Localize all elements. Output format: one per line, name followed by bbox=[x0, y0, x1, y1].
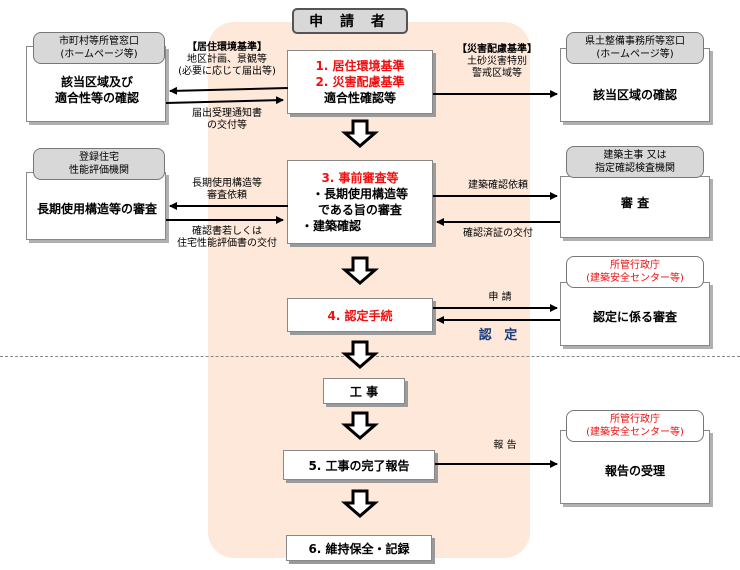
prefecture-text: 該当区域の確認 bbox=[592, 88, 677, 102]
step6-box: 6. 維持保全・記録 bbox=[286, 535, 432, 561]
admin-report-box bbox=[560, 430, 710, 504]
municipal-tab-line: 市町村等所管窓口 bbox=[59, 36, 139, 47]
certificate-issue-line: 住宅性能評価書の交付 bbox=[177, 238, 277, 249]
step5-box: 5. 工事の完了報告 bbox=[283, 450, 435, 480]
step3-title: 3. 事前審査等 bbox=[321, 171, 399, 185]
prefecture-tab-line: (ホームページ等) bbox=[596, 49, 674, 60]
admin-certification-tab: 所管行政庁 (建築安全センター等) bbox=[566, 256, 704, 288]
review-request-line: 長期使用構造等 bbox=[192, 178, 262, 189]
building-tab-line: 建築主事 又は bbox=[603, 150, 667, 161]
step3-item: ・長期使用構造等 bbox=[311, 187, 408, 201]
admin-report-text: 報告の受理 bbox=[604, 464, 665, 478]
report-label: 報 告 bbox=[493, 440, 517, 451]
residential-label-title: 【居住環境基準】 bbox=[187, 42, 267, 53]
certificate-issue-line: 確認書若しくは bbox=[192, 226, 262, 237]
residential-label: 【居住環境基準】 地区計画、景観等 (必要に応じて届出等) bbox=[166, 42, 288, 78]
evaluation-text: 長期使用構造等の審査 bbox=[36, 202, 157, 216]
arrow-to-municipal bbox=[169, 86, 289, 95]
step3-box: 3. 事前審査等 ・長期使用構造等 である旨の審査 ・建築確認 bbox=[287, 160, 433, 244]
disaster-label-line: 警戒区域等 bbox=[472, 68, 522, 79]
building-text: 審 査 bbox=[620, 196, 650, 210]
admin-report-tab: 所管行政庁 (建築安全センター等) bbox=[566, 410, 704, 442]
construction-label: 工 事 bbox=[349, 384, 379, 399]
prefecture-tab-line: 県土整備事務所等窓口 bbox=[585, 36, 685, 47]
notification-label-line: 届出受理通知書 bbox=[192, 108, 262, 119]
evaluation-tab-line: 登録住宅 bbox=[79, 152, 119, 163]
review-request-label: 長期使用構造等 審査依頼 bbox=[166, 178, 288, 202]
step1-residential-standard: 1. 居住環境基準 bbox=[315, 59, 405, 73]
notification-label: 届出受理通知書 の交付等 bbox=[166, 108, 288, 132]
admin-report-tab-line: 所管行政庁 bbox=[610, 414, 660, 425]
municipal-text: 該当区域及び 適合性等の確認 bbox=[30, 74, 164, 106]
disaster-label-line: 土砂災害特別 bbox=[467, 56, 527, 67]
disaster-label: 【災害配慮基準】 土砂災害特別 警戒区域等 bbox=[438, 44, 556, 80]
evaluation-tab: 登録住宅 性能評価機関 bbox=[33, 148, 165, 180]
step3-item: である旨の審査 bbox=[318, 203, 402, 217]
down-arrow-2 bbox=[340, 256, 380, 285]
step5-completion-report: 5. 工事の完了報告 bbox=[308, 458, 410, 473]
step6-maintenance-record: 6. 維持保全・記録 bbox=[308, 541, 410, 556]
building-confirm-request-label: 建築確認依頼 bbox=[468, 180, 528, 191]
arrow-from-municipal bbox=[165, 96, 284, 105]
municipal-tab-line: (ホームページ等) bbox=[60, 49, 138, 60]
step4-certification: 4. 認定手続 bbox=[327, 308, 393, 323]
application-label: 申 請 bbox=[488, 292, 512, 303]
down-arrow-4 bbox=[340, 411, 380, 440]
certification-label: 認 定 bbox=[478, 328, 522, 343]
down-arrow-3 bbox=[340, 340, 380, 369]
notification-label-line: の交付等 bbox=[207, 120, 247, 131]
municipal-text-line: 適合性等の確認 bbox=[54, 91, 139, 105]
down-arrow-1 bbox=[340, 119, 380, 148]
step1-disaster-standard: 2. 災害配慮基準 bbox=[315, 75, 405, 89]
admin-certification-tab-line: 所管行政庁 bbox=[610, 260, 660, 271]
step1-conformity-check: 適合性確認等 bbox=[323, 91, 396, 105]
confirm-certificate-label: 確認済証の交付 bbox=[463, 228, 533, 239]
step4-box: 4. 認定手続 bbox=[287, 298, 433, 332]
down-arrow-5 bbox=[340, 489, 380, 518]
disaster-label-title: 【災害配慮基準】 bbox=[457, 44, 537, 55]
admin-report-tab-line: (建築安全センター等) bbox=[586, 427, 684, 438]
prefecture-tab: 県土整備事務所等窓口 (ホームページ等) bbox=[566, 32, 704, 64]
certificate-issue-label: 確認書若しくは 住宅性能評価書の交付 bbox=[166, 226, 288, 250]
construction-box: 工 事 bbox=[323, 378, 405, 404]
residential-label-line: 地区計画、景観等 bbox=[187, 54, 267, 65]
residential-label-line: (必要に応じて届出等) bbox=[178, 66, 276, 77]
evaluation-tab-line: 性能評価機関 bbox=[69, 165, 129, 176]
step3-item: ・建築確認 bbox=[301, 219, 362, 233]
building-tab-line: 指定確認検査機関 bbox=[595, 163, 675, 174]
review-request-line: 審査依頼 bbox=[207, 190, 247, 201]
admin-certification-box bbox=[560, 282, 710, 346]
applicant-header: 申 請 者 bbox=[292, 8, 408, 34]
building-tab: 建築主事 又は 指定確認検査機関 bbox=[566, 146, 704, 178]
admin-certification-text: 認定に係る審査 bbox=[592, 310, 677, 324]
municipal-tab: 市町村等所管窓口 (ホームページ等) bbox=[33, 32, 165, 64]
step1-box: 1. 居住環境基準 2. 災害配慮基準 適合性確認等 bbox=[287, 50, 433, 114]
municipal-text-line: 該当区域及び bbox=[60, 75, 133, 89]
admin-certification-tab-line: (建築安全センター等) bbox=[586, 273, 684, 284]
